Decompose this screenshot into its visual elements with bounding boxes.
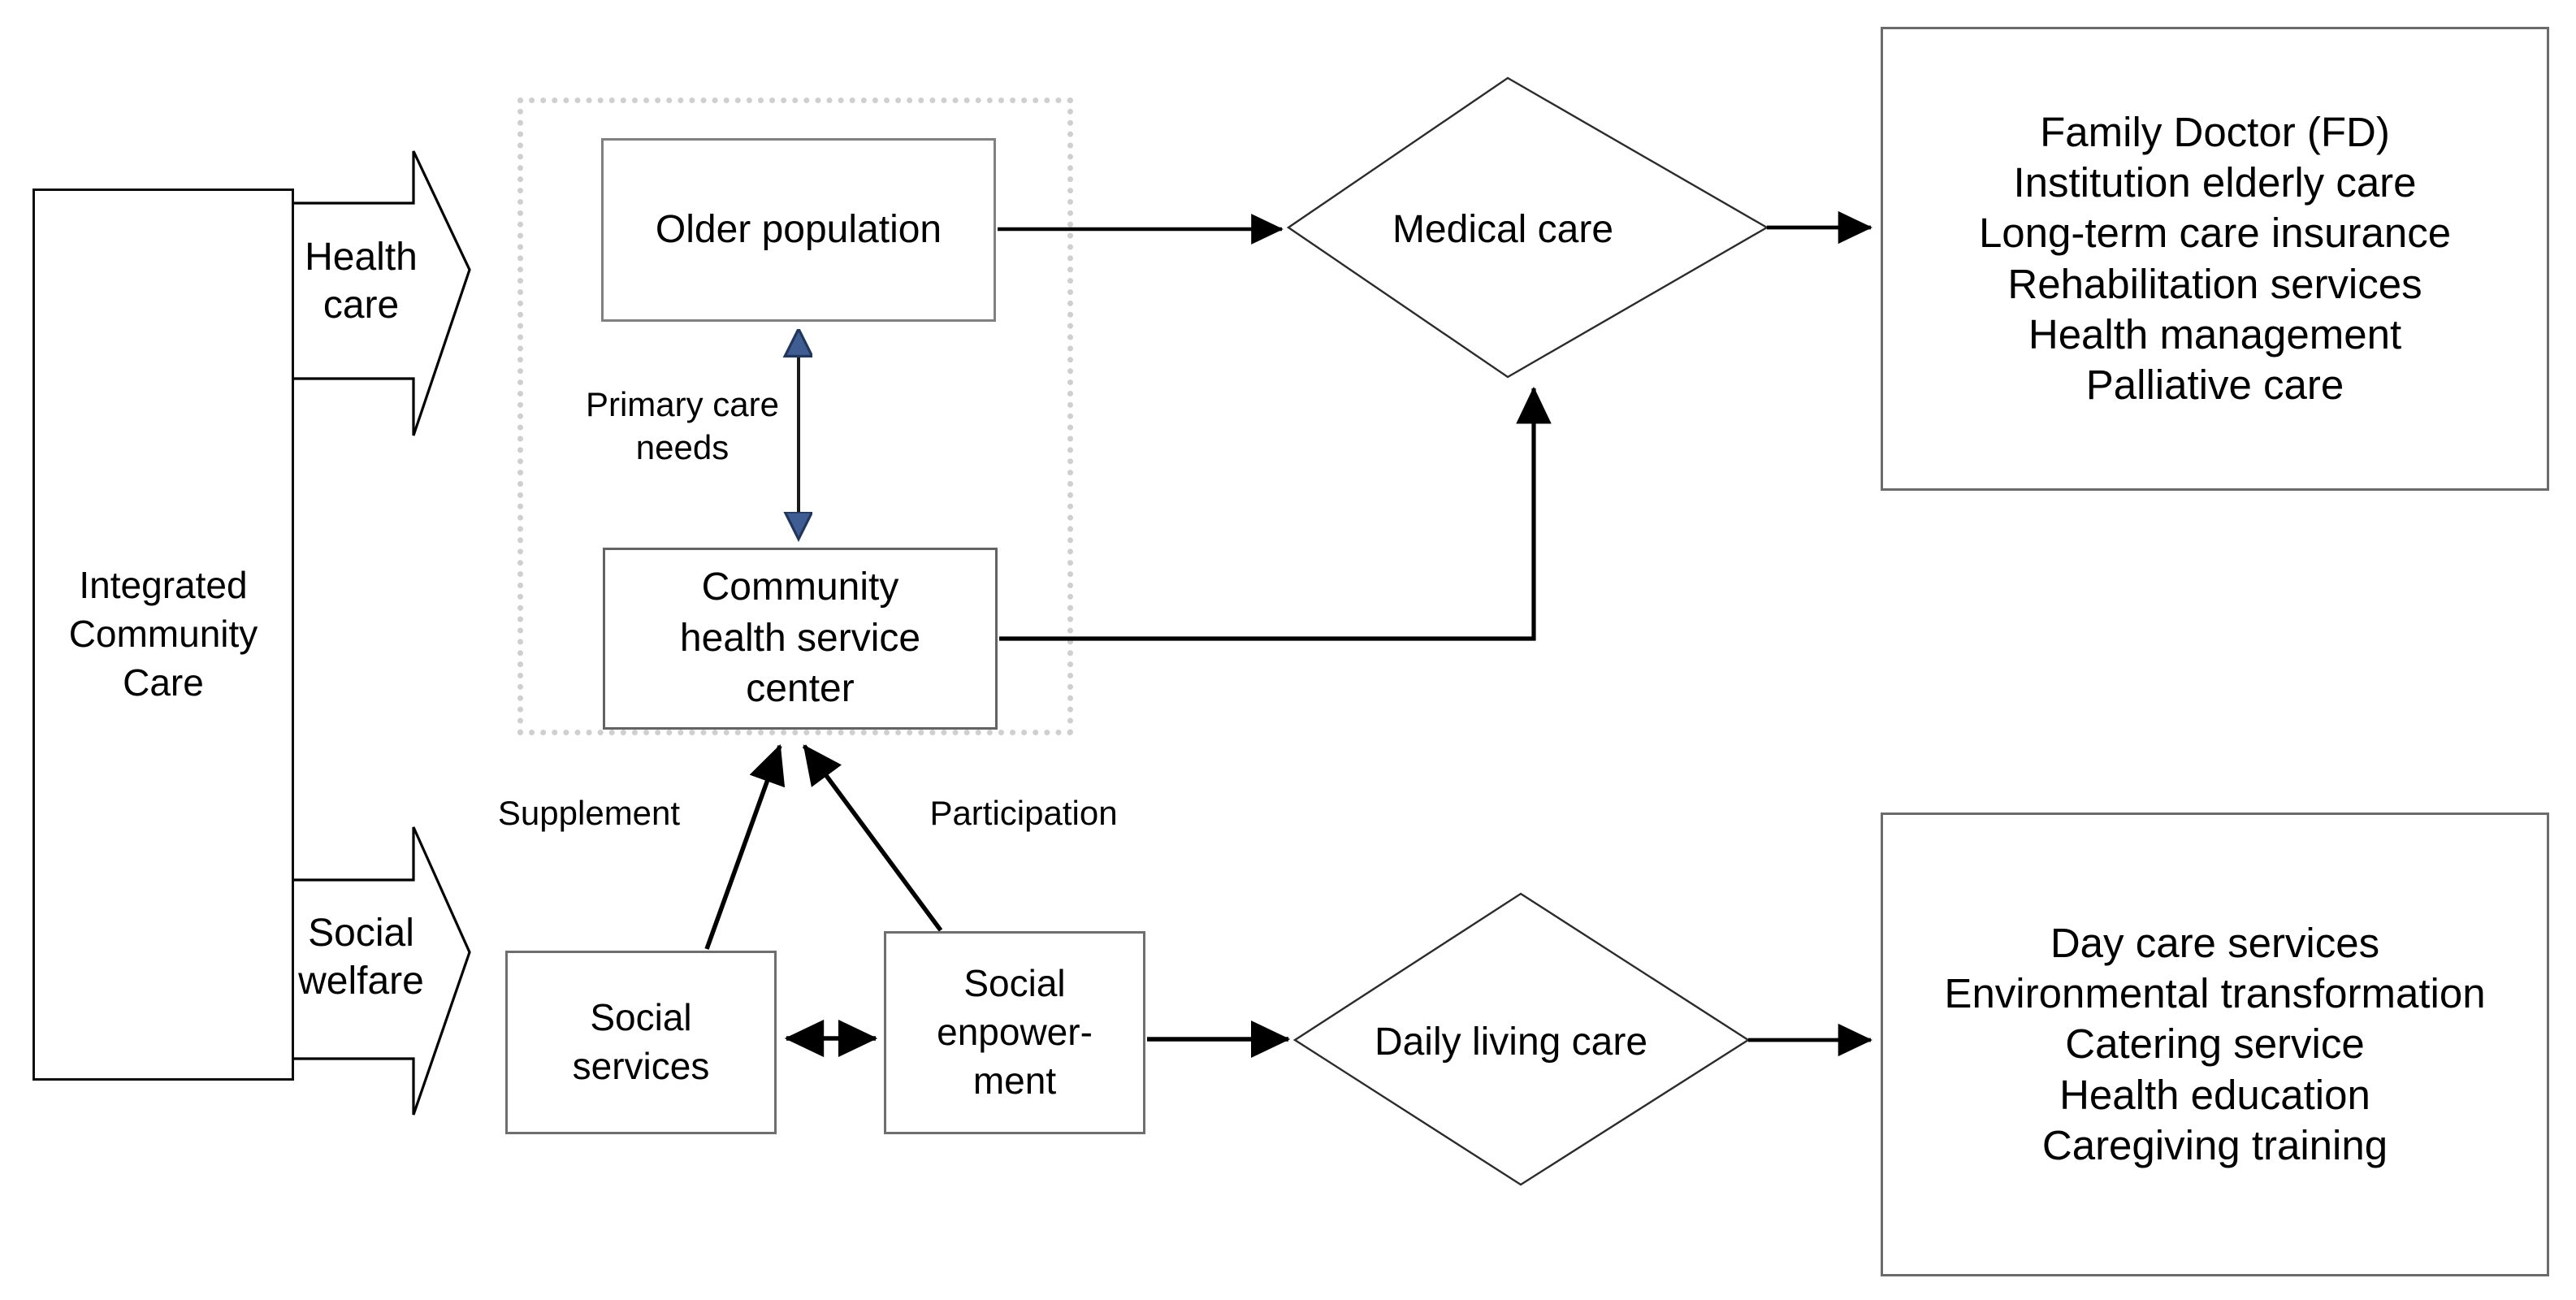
health-care-arrow-label: Health care [305,236,418,327]
medical-care-diamond [1286,76,1769,379]
node-older-population[interactable]: Older population [601,138,996,322]
edge-supplement [704,743,786,950]
social-welfare-arrow-label: Social welfare [298,912,424,1003]
edge-label-supplement: Supplement [497,794,681,832]
social-welfare-arrow[interactable]: Social welfare [286,819,473,1120]
health-care-arrow[interactable]: Health care [286,138,473,447]
node-medical-care-label[interactable]: Medical care [1392,208,1614,251]
node-social-empowerment[interactable]: Social enpower- ment [884,931,1145,1134]
node-community-health-service-center[interactable]: Community health service center [603,548,998,730]
node-social-services[interactable]: Social services [505,951,777,1134]
outcome-list-medical-care-services: Family Doctor (FD) Institution elderly c… [1881,27,2549,491]
primary-care-group-frame [517,98,1073,735]
daily-living-care-diamond [1292,892,1751,1186]
edge-chsc-to-medical-care [999,386,1552,641]
social-welfare-block-arrow [294,826,471,1116]
edge-label-participation: Participation [929,794,1118,832]
node-daily-living-care-label[interactable]: Daily living care [1374,1020,1648,1064]
edge-participation [802,744,943,932]
edge-label-primary-care-needs: Primary care needs [585,385,780,466]
health-care-block-arrow [294,150,471,436]
outcome-list-daily-living-services: Day care services Environmental transfor… [1881,812,2549,1276]
node-integrated-community-care[interactable]: Integrated Community Care [32,188,294,1081]
